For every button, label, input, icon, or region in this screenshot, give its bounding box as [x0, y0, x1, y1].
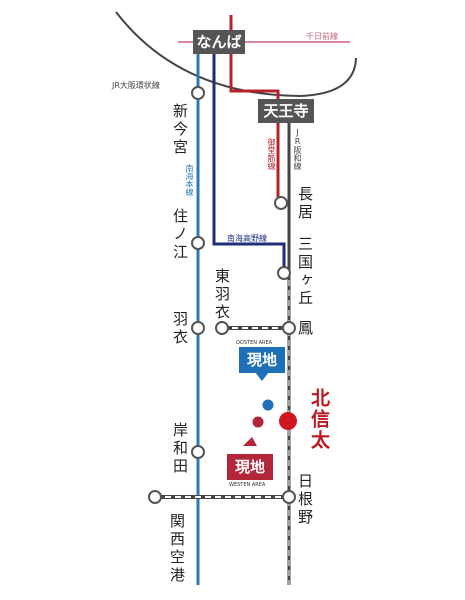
- label-osaka-loop-line: JR大阪環状線: [112, 81, 160, 90]
- station-marker-kishiwada: [191, 445, 205, 459]
- station-marker-hineno: [282, 490, 296, 504]
- label-midosuji-line: 御堂筋線: [267, 138, 276, 170]
- nankai-koya-line: [212, 40, 286, 272]
- station-namba: なんば: [193, 30, 245, 54]
- east-site-label: 現地: [239, 347, 285, 373]
- station-nagai: 長居: [296, 186, 314, 222]
- station-marker-nagai: [274, 196, 288, 210]
- station-kishiwada: 岸和田: [171, 422, 189, 476]
- station-shin-imamiya: 新今宮: [171, 103, 189, 157]
- station-marker-shin-imamiya: [191, 86, 205, 100]
- label-nankai-koya-line: 南海高野線: [227, 234, 267, 243]
- west-site-pointer: [243, 437, 257, 446]
- label-nankai-main-line: 南海本線: [185, 164, 194, 196]
- east-site-marker: [262, 399, 274, 411]
- station-higashi-hagoromo: 東羽衣: [213, 268, 231, 322]
- label-sennichimae-line: 千日前線: [306, 32, 338, 41]
- west-area-caption: WESTEN AREA: [229, 482, 266, 488]
- station-marker-kansai-airport: [148, 490, 162, 504]
- station-hineno: 日根野: [296, 473, 314, 527]
- station-marker-hagoromo: [191, 321, 205, 335]
- west-site-label: 現地: [227, 454, 273, 480]
- station-marker-mikunigaoka: [277, 266, 291, 280]
- station-otori: 鳳: [296, 320, 314, 338]
- east-area-caption: OOSTEN AREA: [236, 340, 273, 346]
- station-marker-higashi-hagoromo: [215, 321, 229, 335]
- station-tennoji: 天王寺: [258, 99, 314, 123]
- kitashinda-label: 北信太: [308, 388, 330, 451]
- station-mikunigaoka: 三国ヶ丘: [296, 236, 314, 308]
- station-marker-suminoe: [191, 236, 205, 250]
- west-site-marker: [252, 416, 264, 428]
- label-jr-hanwa-line: JR阪和線: [293, 128, 302, 170]
- station-suminoe: 住ノ江: [171, 208, 189, 262]
- east-site-pointer: [255, 372, 269, 381]
- station-hagoromo: 羽衣: [171, 311, 189, 347]
- station-kansai-airport: 関西空港: [168, 513, 186, 585]
- station-marker-otori: [282, 321, 296, 335]
- kitashinda-marker: [279, 412, 297, 430]
